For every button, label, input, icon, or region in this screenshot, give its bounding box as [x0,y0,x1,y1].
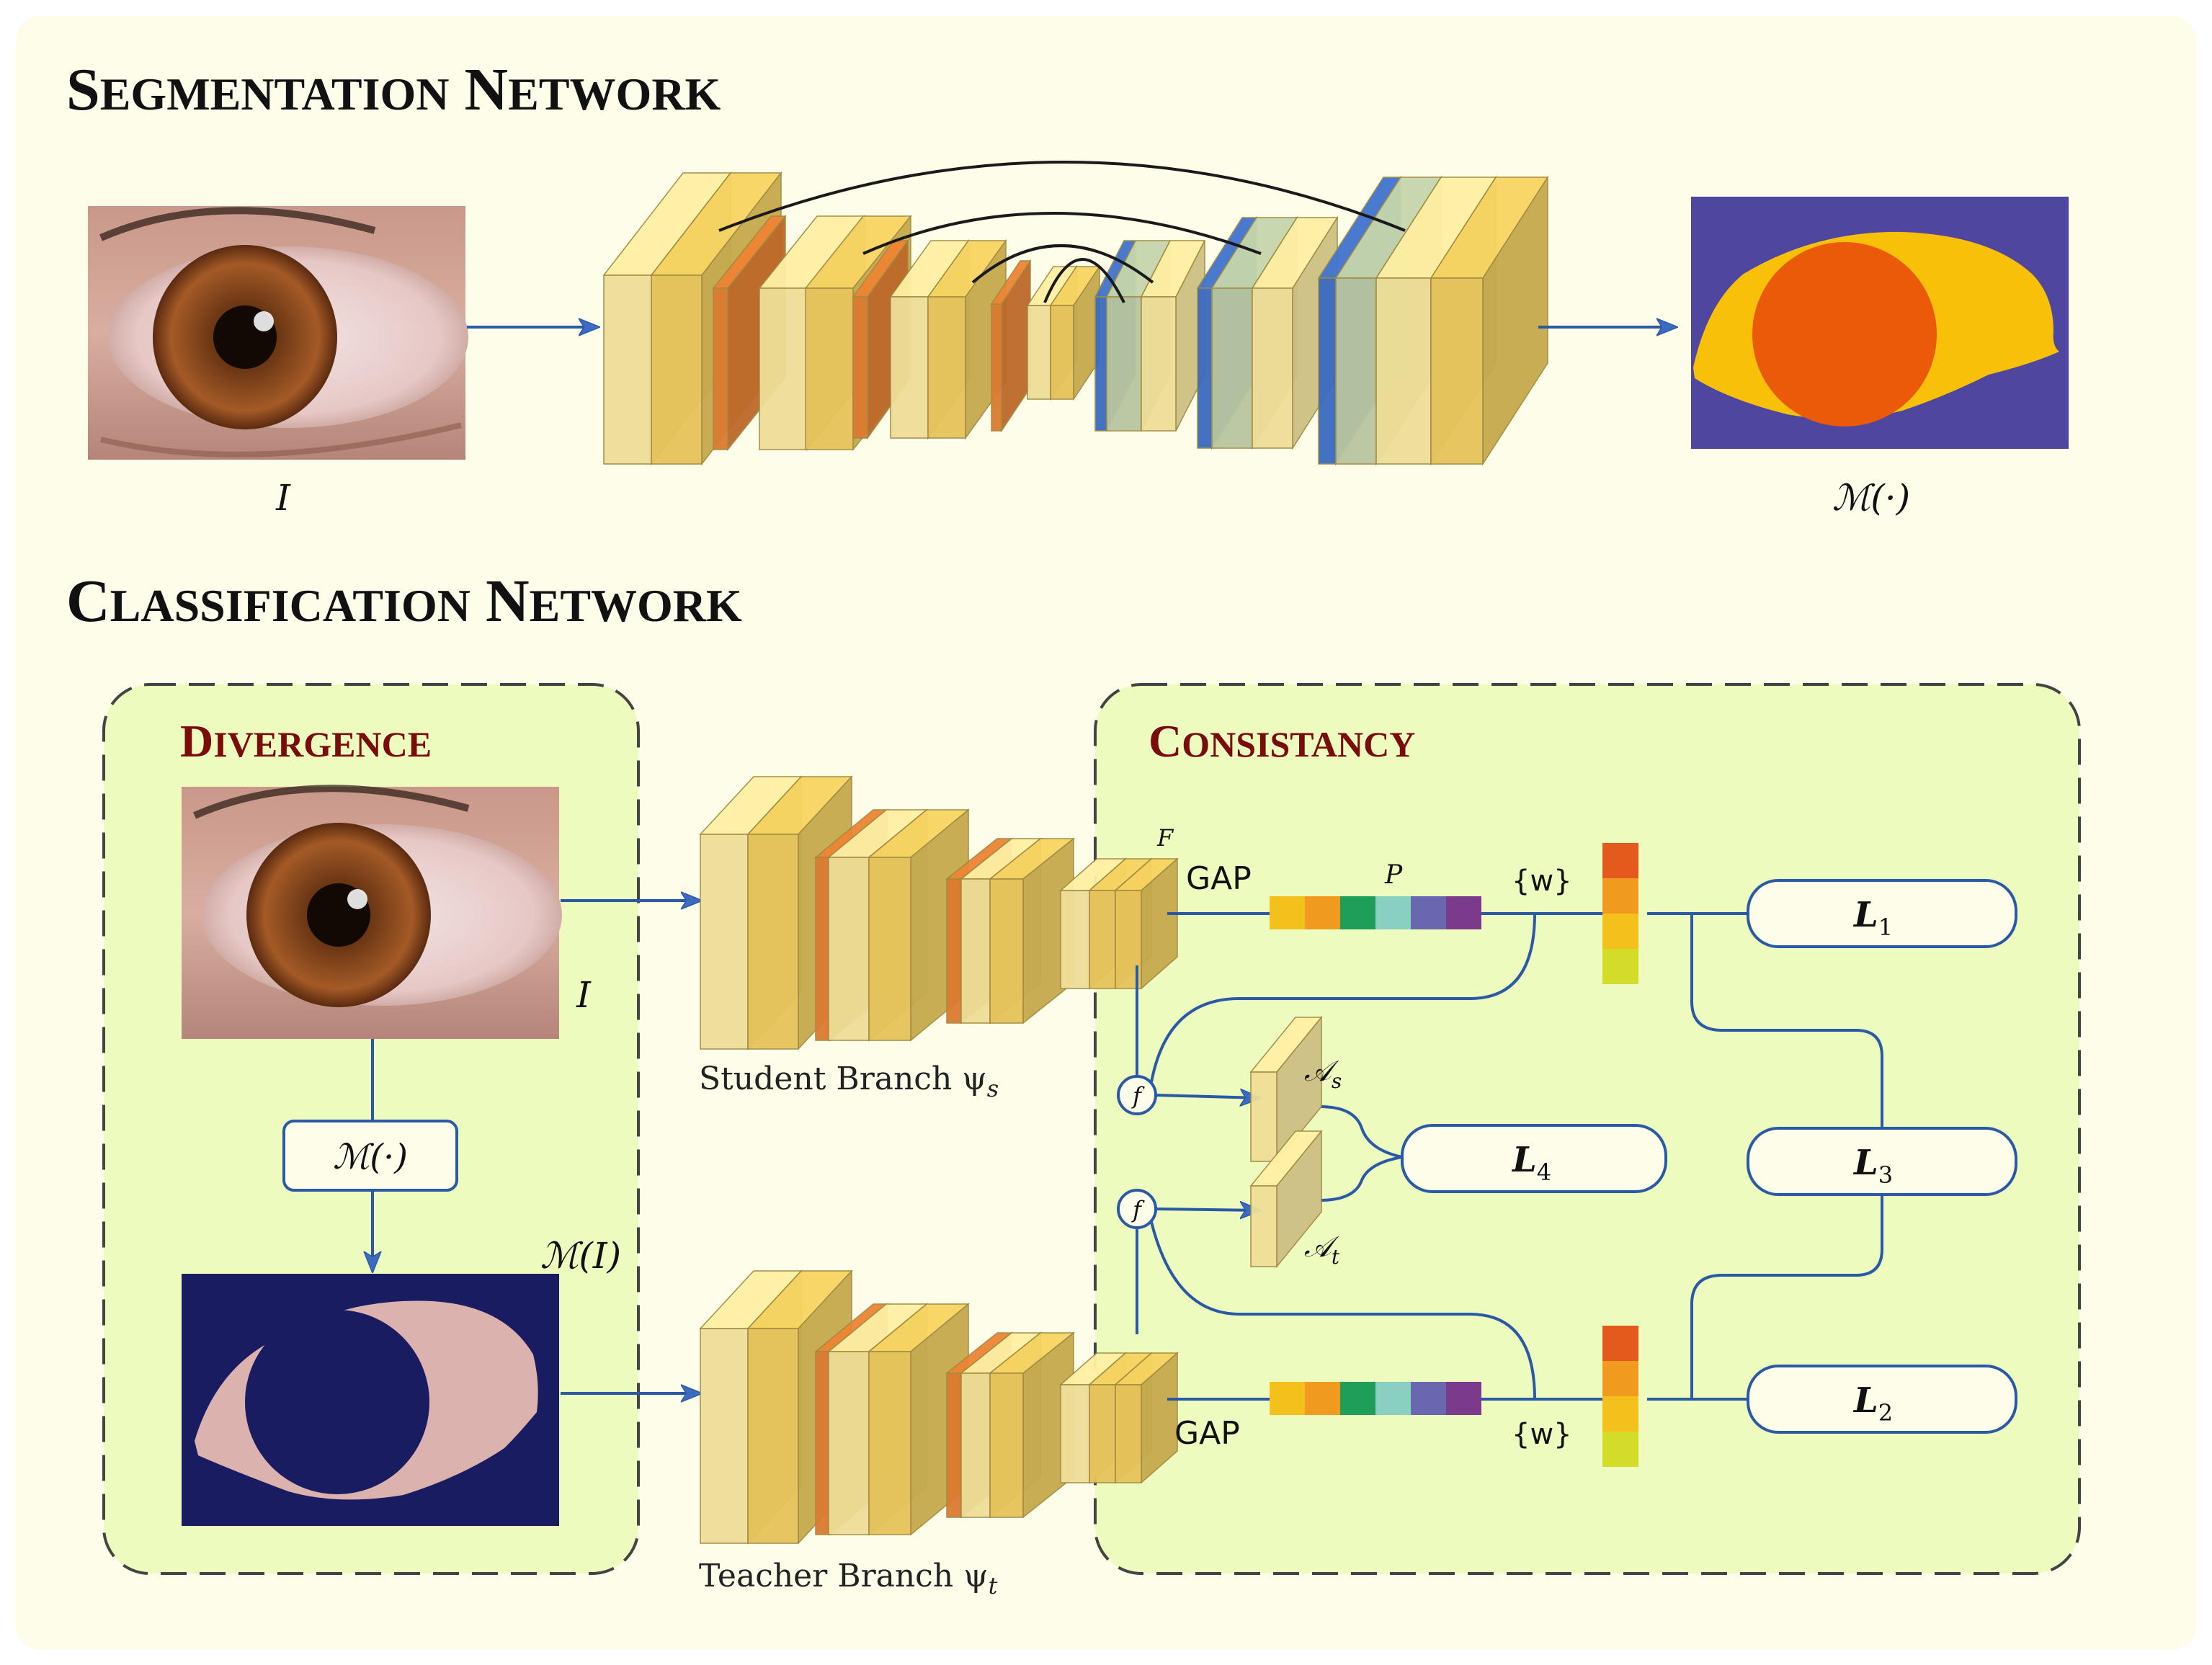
feature-vector-teacher [1270,1382,1481,1415]
f-operator-teacher [1117,1189,1157,1229]
feature-cell [1270,896,1305,929]
segmentation-input-eye-image [88,206,468,460]
f-to-As-arrow [1155,1095,1259,1098]
weight-vector-student [1602,843,1638,984]
divergence-input-label: I [576,974,592,1016]
weight-vector-teacher [1602,1326,1638,1467]
w-label-student: {w} [1512,865,1572,898]
feature-cell [1446,896,1481,929]
feature-cell [1375,1382,1411,1415]
attention-maps [1249,1015,1323,1269]
feature-cell [1411,896,1446,929]
feature-cell [1446,1382,1481,1415]
svg-text:L3: L3 [1852,1143,1893,1189]
weight-cell [1602,914,1638,949]
At-label: 𝒜t [1304,1231,1340,1269]
loss-L1: L1 [1747,879,2017,948]
loss-L4: L4 [1401,1124,1667,1193]
P-label: P [1384,860,1403,890]
feature-cell [1305,1382,1340,1415]
attention-map-At [1249,1129,1323,1269]
segmentation-output-label: ℳ(·) [1832,477,1910,519]
divergence-title: DIVERGENCE [180,715,432,767]
branch-layer [1114,857,1179,990]
feature-cell [1305,896,1340,929]
w-label-teacher: {w} [1512,1418,1572,1451]
gap-label-teacher: GAP [1174,1415,1240,1452]
teacher-branch [699,1269,1179,1545]
teacher-branch-label: Teacher Branch ψt [699,1558,998,1599]
branch-layer [1114,1352,1179,1484]
consistency-wires [1136,912,1883,1401]
gap-label-student: GAP [1186,860,1252,897]
unet-layer [1049,264,1101,401]
f-to-At-arrow [1155,1209,1259,1210]
svg-text:L4: L4 [1511,1140,1551,1186]
unet-layer [927,238,1007,440]
svg-text:L1: L1 [1852,895,1893,941]
feature-F-label: F [1156,824,1174,852]
student-branch [699,775,1179,1050]
masked-eye-image [182,1274,559,1526]
divergence-input-eye-image [182,785,562,1039]
loss-L2: L2 [1747,1365,2017,1434]
segmentation-title: SEGMENTATION NETWORK [66,56,721,123]
segmentation-unet [602,171,1549,466]
segmentation-input-label: I [275,477,291,519]
classification-title: CLASSIFICATION NETWORK [66,568,742,635]
masked-image-label: ℳ(I) [540,1235,621,1277]
unet-layer [1430,175,1549,466]
loss-L3: L3 [1747,1127,2017,1196]
feature-cell [1270,1382,1305,1415]
svg-text:L2: L2 [1852,1380,1893,1427]
f-operator-student [1117,1075,1157,1115]
weight-cell [1602,949,1638,984]
attention-map-As [1249,1015,1323,1164]
feature-cell [1340,1382,1375,1415]
weight-cell [1602,843,1638,878]
weight-cell [1602,1396,1638,1432]
feature-cell [1411,1382,1446,1415]
segmentation-output-map [1691,197,2069,449]
feature-vector-student [1270,896,1481,929]
weight-cell [1602,878,1638,914]
consistency-title: CONSISTANCY [1149,715,1415,767]
feature-cell [1375,896,1411,929]
weight-cell [1602,1432,1638,1467]
branch-layer [988,837,1076,1025]
feature-cell [1340,896,1375,929]
weight-cell [1602,1361,1638,1396]
student-branch-label: Student Branch ψs [699,1061,999,1102]
mask-operator-label: ℳ(·) [333,1137,408,1177]
weight-cell [1602,1326,1638,1361]
mask-operator-box [282,1120,458,1192]
skip-connections [718,161,1406,303]
